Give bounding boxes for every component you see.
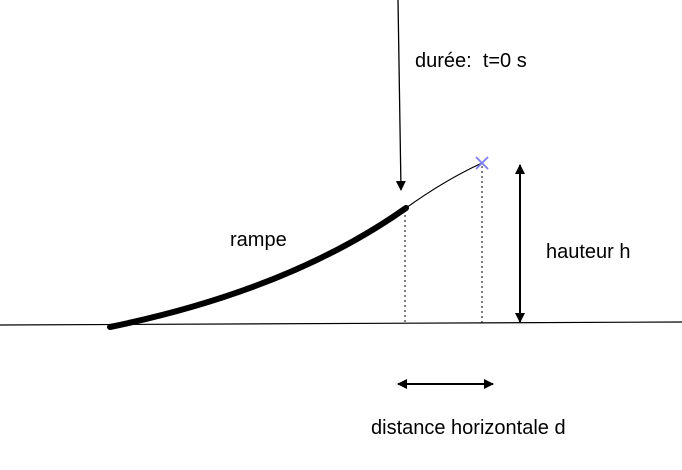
trajectory-curve xyxy=(406,163,482,208)
ramp-curve xyxy=(110,208,406,327)
ground-line xyxy=(0,322,682,325)
duration-label: durée: t=0 s xyxy=(415,50,527,72)
height-label: hauteur h xyxy=(546,241,631,263)
distance-label: distance horizontale d xyxy=(371,417,566,439)
time-arrow xyxy=(398,0,401,190)
ramp-label: rampe xyxy=(230,229,287,251)
